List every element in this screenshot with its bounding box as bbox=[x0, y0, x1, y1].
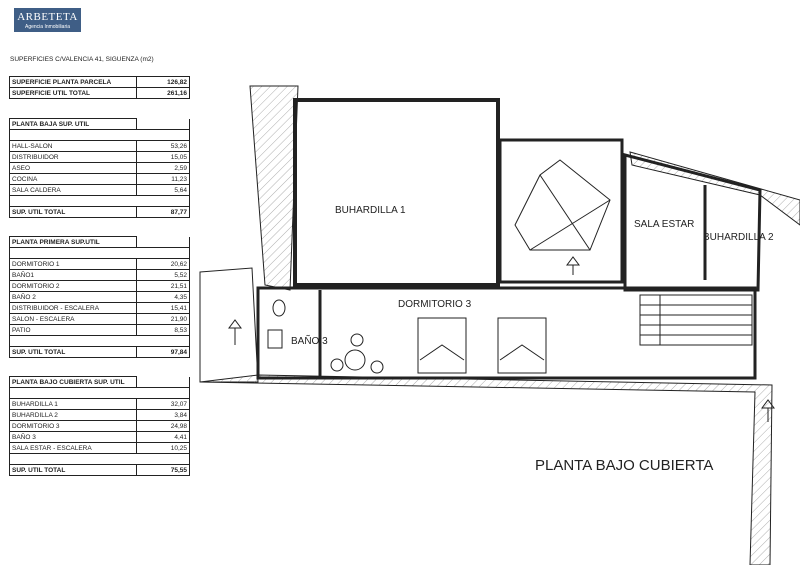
up-arrow-3 bbox=[761, 399, 775, 422]
room-label-bano-3: BAÑO 3 bbox=[291, 334, 328, 347]
room-sala-estar bbox=[623, 153, 762, 292]
room-label-buhardilla-2: BUHARDILLA 2 bbox=[703, 232, 774, 243]
room-label-dormitorio-3: DORMITORIO 3 bbox=[398, 299, 472, 310]
hatched-wall-left bbox=[249, 85, 299, 291]
bed-2 bbox=[497, 317, 547, 374]
hatched-wall-right bbox=[629, 151, 800, 226]
bed-1 bbox=[417, 317, 467, 374]
room-label-buhardilla-1: BUHARDILLA 1 bbox=[335, 205, 406, 216]
toilet bbox=[267, 299, 286, 349]
skylight bbox=[514, 159, 611, 251]
room-label-sala-estar: SALA ESTAR bbox=[634, 219, 694, 230]
entry-area bbox=[199, 267, 259, 383]
room-dormitorio-3 bbox=[256, 286, 757, 380]
stairs bbox=[639, 294, 753, 346]
table-chairs bbox=[330, 333, 384, 374]
plan-title: PLANTA BAJO CUBIERTA bbox=[535, 457, 713, 474]
room-buhardilla-1 bbox=[293, 98, 500, 287]
up-arrow-2 bbox=[566, 256, 580, 275]
up-arrow-1 bbox=[228, 319, 242, 345]
caption: SUPERFICIES C/VALENCIA 41, SIGUENZA (m2) bbox=[10, 56, 154, 63]
